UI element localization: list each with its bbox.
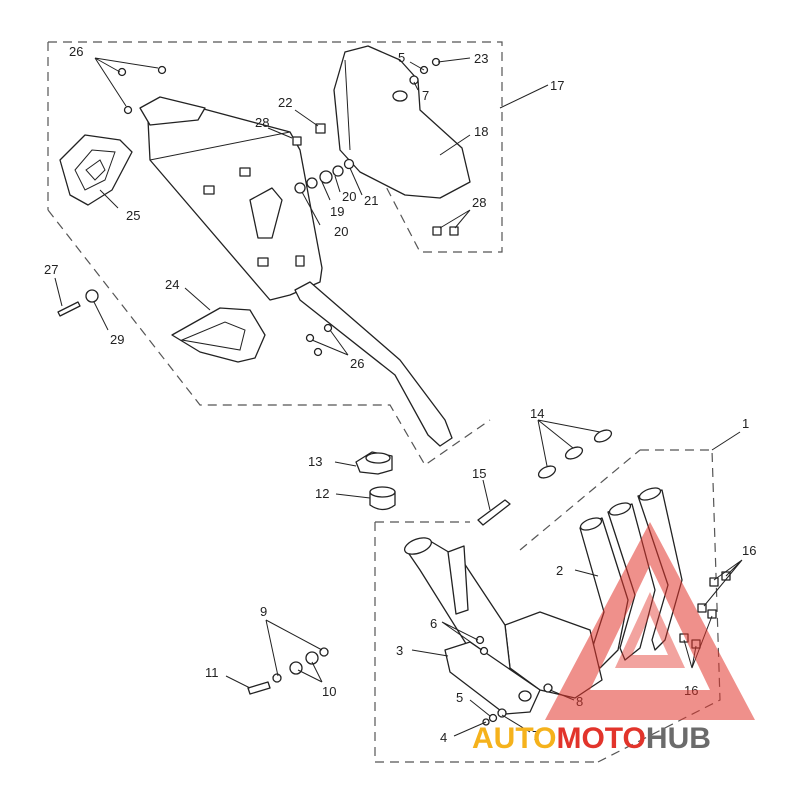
label-14: 14 (530, 406, 544, 421)
part-14-gaskets (537, 429, 613, 479)
screw-26c (123, 105, 133, 115)
label-5-upper: 5 (398, 50, 405, 65)
clip-28b (432, 226, 442, 236)
tab-c (257, 257, 269, 267)
label-23: 23 (474, 51, 488, 66)
label-28-lower: 28 (472, 195, 486, 210)
heatshield-group-boundary (332, 41, 503, 253)
nut-16c (697, 603, 707, 613)
label-19: 19 (330, 204, 344, 219)
washer-20 (332, 165, 344, 177)
clip-28c (449, 226, 459, 236)
grommet-10a (289, 661, 303, 675)
label-4: 4 (440, 730, 447, 745)
label-12: 12 (315, 486, 329, 501)
washer-a (294, 182, 306, 194)
hanger-bracket (447, 545, 469, 615)
part-13-clamp (355, 451, 393, 475)
watermark-text: AUTOMOTOHUB (472, 722, 711, 755)
fasteners (57, 57, 459, 357)
part-15-sensor (477, 499, 511, 526)
washer-5 (488, 713, 498, 723)
label-18: 18 (474, 124, 488, 139)
part-24-lower-cover (171, 307, 266, 363)
mounting-bracket (249, 187, 283, 239)
washer-9 (272, 673, 282, 683)
label-5-lower: 5 (456, 690, 463, 705)
label-16-upper: 16 (742, 543, 756, 558)
watermark-hub: HUB (646, 722, 711, 755)
screw-26f (313, 347, 323, 357)
label-29: 29 (110, 332, 124, 347)
tab-b (239, 167, 251, 177)
screw-26e (323, 323, 333, 333)
watermark-moto: MOTO (556, 722, 645, 755)
clip-22 (315, 123, 326, 134)
tab-a (203, 185, 215, 195)
grommet-19 (319, 170, 333, 184)
header-group-boundary (374, 449, 721, 763)
silencer-body (139, 96, 453, 447)
label-3: 3 (396, 643, 403, 658)
outlet (518, 690, 532, 702)
screw-26d (305, 333, 315, 343)
label-26-lower: 26 (350, 356, 364, 371)
link-pipe (294, 281, 453, 447)
label-15: 15 (472, 466, 486, 481)
label-6: 6 (430, 616, 437, 631)
label-26-upper: 26 (69, 44, 83, 59)
label-1: 1 (742, 416, 749, 431)
washer-b (306, 177, 318, 189)
bolt-27 (57, 301, 81, 317)
nut-16d (707, 609, 717, 619)
label-22: 22 (278, 95, 292, 110)
nut-7 (497, 708, 507, 718)
silencer-can (147, 99, 323, 301)
nut-7-top (409, 75, 419, 85)
screw-26a (117, 67, 127, 77)
label-27: 27 (44, 262, 58, 277)
label-9: 9 (260, 604, 267, 619)
label-17: 17 (550, 78, 564, 93)
header-fasteners (475, 571, 731, 726)
header-assembly (403, 487, 683, 715)
nut-6a (475, 635, 485, 645)
label-28-upper: 28 (255, 115, 269, 130)
label-13: 13 (308, 454, 322, 469)
part-labels: 1 2 3 4 5 5 6 7 7 8 9 10 11 12 13 14 15 … (44, 44, 756, 745)
loose-fasteners (247, 647, 329, 695)
silencer-end-cap (139, 96, 206, 126)
label-24: 24 (165, 277, 179, 292)
watermark-inner-logo (615, 592, 685, 668)
grommet-10b (305, 651, 319, 665)
tab-d (295, 255, 305, 267)
label-10: 10 (322, 684, 336, 699)
nut-16a (709, 577, 719, 587)
bolt-11 (247, 681, 271, 695)
silencer-group-boundary (47, 41, 491, 466)
group-boundaries (47, 41, 721, 763)
nut-21 (343, 158, 355, 170)
part-17-heat-shield (333, 45, 471, 199)
label-20-lower: 20 (334, 224, 348, 239)
watermark-auto: AUTO (472, 722, 556, 755)
shield-grommet (392, 90, 408, 102)
washer-29 (85, 289, 99, 303)
label-7-lower: 7 (532, 728, 539, 743)
label-21: 21 (364, 193, 378, 208)
label-25: 25 (126, 208, 140, 223)
watermark: AUTOMOTOHUB (472, 522, 755, 755)
label-20-upper: 20 (342, 189, 356, 204)
watermark-triangle-logo (545, 522, 755, 720)
clip-28a (292, 136, 302, 146)
label-11: 11 (205, 665, 219, 680)
label-2: 2 (556, 563, 563, 578)
screw-26b (157, 65, 167, 75)
part-12-sleeve (369, 486, 396, 511)
part-25-end-cover (59, 134, 133, 206)
nut-6b (479, 646, 489, 656)
label-7-upper: 7 (422, 88, 429, 103)
